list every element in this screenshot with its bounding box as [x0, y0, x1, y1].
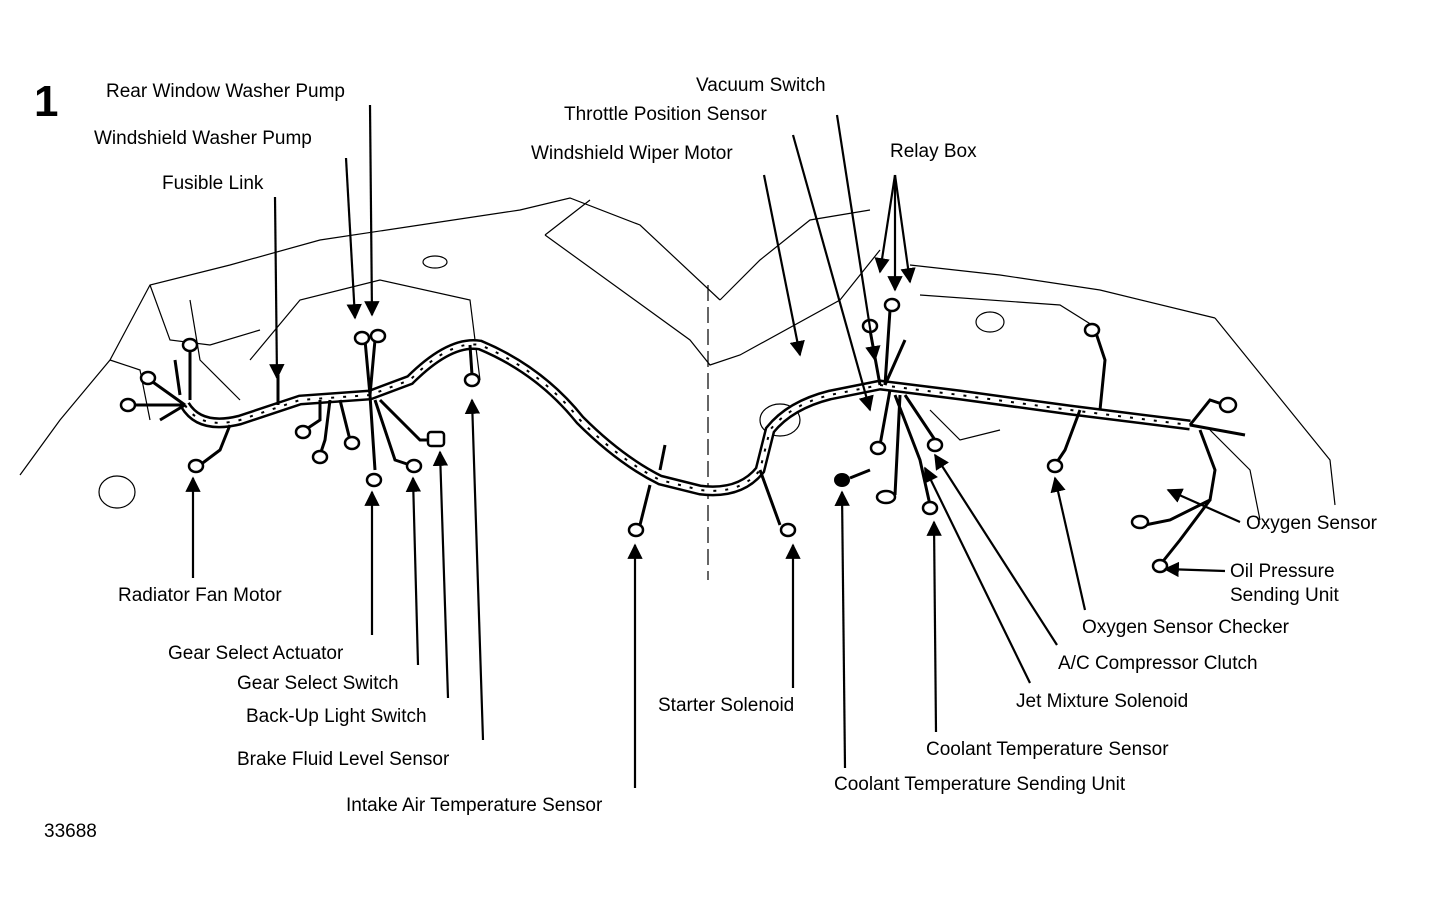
label-rear-window-washer-pump: Rear Window Washer Pump: [106, 81, 345, 102]
label-brake-fluid-level-sensor: Brake Fluid Level Sensor: [237, 749, 450, 770]
label-ac-compressor-clutch: A/C Compressor Clutch: [1058, 653, 1258, 674]
label-oxygen-sensor: Oxygen Sensor: [1246, 513, 1377, 534]
label-windshield-washer-pump: Windshield Washer Pump: [94, 128, 312, 149]
label-coolant-temperature-sensor: Coolant Temperature Sensor: [926, 739, 1169, 760]
harness-branches: [130, 309, 1246, 566]
label-radiator-fan-motor: Radiator Fan Motor: [118, 585, 282, 606]
pointer-arrows: [185, 104, 1241, 788]
label-fusible-link: Fusible Link: [162, 173, 264, 194]
label-vacuum-switch: Vacuum Switch: [696, 75, 826, 96]
main-harness: [180, 338, 1191, 497]
label-sending-unit: Sending Unit: [1230, 585, 1339, 606]
label-windshield-wiper-motor: Windshield Wiper Motor: [531, 143, 733, 164]
connectors: [119, 297, 1238, 574]
label-oxygen-sensor-checker: Oxygen Sensor Checker: [1082, 617, 1289, 638]
label-backup-light-switch: Back-Up Light Switch: [246, 706, 427, 727]
label-throttle-position-sensor: Throttle Position Sensor: [564, 104, 767, 125]
label-gear-select-switch: Gear Select Switch: [237, 673, 399, 694]
figure-id: 33688: [44, 821, 97, 842]
label-relay-box: Relay Box: [890, 141, 977, 162]
label-coolant-temperature-sending-unit: Coolant Temperature Sending Unit: [834, 774, 1126, 795]
label-gear-select-actuator: Gear Select Actuator: [168, 643, 344, 664]
figure-number: 1: [34, 77, 59, 126]
label-jet-mixture-solenoid: Jet Mixture Solenoid: [1016, 691, 1189, 712]
coolant-sending-unit-connector: [834, 473, 850, 487]
label-starter-solenoid: Starter Solenoid: [658, 695, 795, 716]
engine-compartment-outline: [19, 197, 1336, 521]
label-intake-air-temperature-sensor: Intake Air Temperature Sensor: [346, 795, 603, 816]
label-oil-pressure: Oil Pressure: [1230, 561, 1335, 582]
